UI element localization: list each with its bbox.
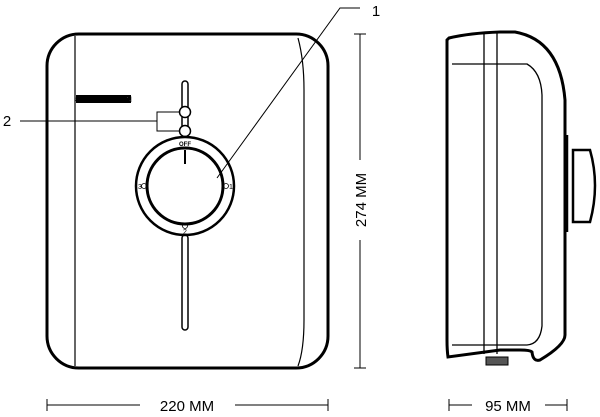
side-housing — [445, 30, 567, 362]
slider-knob-upper — [178, 105, 192, 119]
brand-label-bg — [76, 95, 131, 103]
callout-1: 1 — [372, 3, 380, 20]
dimension-lines — [46, 33, 568, 411]
callout-1-leader — [216, 7, 360, 179]
width-dimension-line — [46, 399, 329, 411]
pos2-marker — [182, 223, 188, 229]
callout-2-bracket — [20, 111, 180, 132]
dial-pos1-label: 1 — [229, 184, 233, 191]
dial-pos2-label: 2 — [183, 229, 187, 236]
front-inner-panel — [74, 36, 305, 367]
callout-2: 2 — [3, 113, 11, 130]
depth-dimension-label: 95 MM — [485, 398, 531, 415]
front-outer-housing — [45, 32, 330, 370]
height-label-bg — [353, 160, 367, 240]
side-knob — [565, 135, 597, 232]
pos1-marker — [223, 183, 229, 189]
width-dimension-label: 220 MM — [160, 398, 214, 415]
brand-label: STIEBEL ELTRON — [76, 97, 132, 104]
dial-off-label: OFF — [179, 142, 191, 148]
side-inlet-fitting — [485, 356, 509, 366]
dial-pos3-label: 3 — [138, 184, 142, 191]
slider-knob-lower — [178, 124, 192, 138]
dial-off-pointer — [184, 150, 186, 164]
height-dimension-label: 274 MM — [353, 173, 370, 227]
depth-dimension-line — [448, 399, 568, 411]
side-inner-lines — [452, 33, 543, 354]
slider-bottom — [181, 234, 189, 331]
pos3-marker — [141, 183, 147, 189]
dial-inner-knob — [145, 146, 225, 226]
front-view: STIEBEL ELTRON — [20, 7, 360, 370]
side-view — [445, 30, 597, 366]
